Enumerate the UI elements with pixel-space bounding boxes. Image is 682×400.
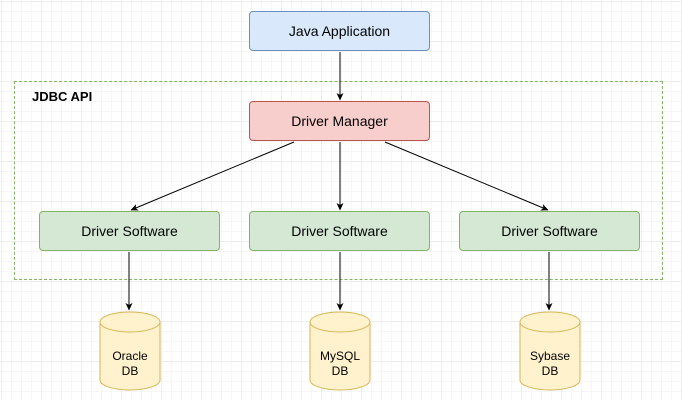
database-cylinder-icon: [309, 311, 371, 391]
jdbc-api-group: [14, 81, 663, 280]
mysql-db-cylinder[interactable]: MySQL DB: [309, 311, 371, 391]
database-cylinder-icon: [519, 311, 581, 391]
driver-manager-node[interactable]: Driver Manager: [249, 101, 430, 141]
edge-manager-to-driver-1: [130, 141, 295, 211]
driver-software-label: Driver Software: [291, 223, 388, 239]
db-name: Sybase: [529, 349, 571, 363]
db-name: Oracle: [112, 349, 148, 363]
sybase-db-cylinder[interactable]: Sybase DB: [519, 311, 581, 391]
db-suffix: DB: [331, 364, 349, 378]
db-suffix: DB: [121, 364, 139, 378]
java-application-label: Java Application: [288, 23, 391, 39]
driver-software-node-1[interactable]: Driver Software: [39, 211, 220, 251]
db-suffix: DB: [541, 364, 559, 378]
oracle-db-cylinder[interactable]: Oracle DB: [99, 311, 161, 391]
driver-software-node-2[interactable]: Driver Software: [249, 211, 430, 251]
java-application-node[interactable]: Java Application: [249, 11, 430, 51]
driver-software-label: Driver Software: [501, 223, 598, 239]
db-name: MySQL: [319, 349, 360, 363]
driver-software-node-3[interactable]: Driver Software: [459, 211, 640, 251]
driver-software-label: Driver Software: [81, 223, 178, 239]
edge-manager-to-driver-3: [384, 141, 549, 211]
database-cylinder-icon: [99, 311, 161, 391]
jdbc-api-label: JDBC API: [32, 89, 93, 104]
driver-manager-label: Driver Manager: [291, 113, 388, 129]
